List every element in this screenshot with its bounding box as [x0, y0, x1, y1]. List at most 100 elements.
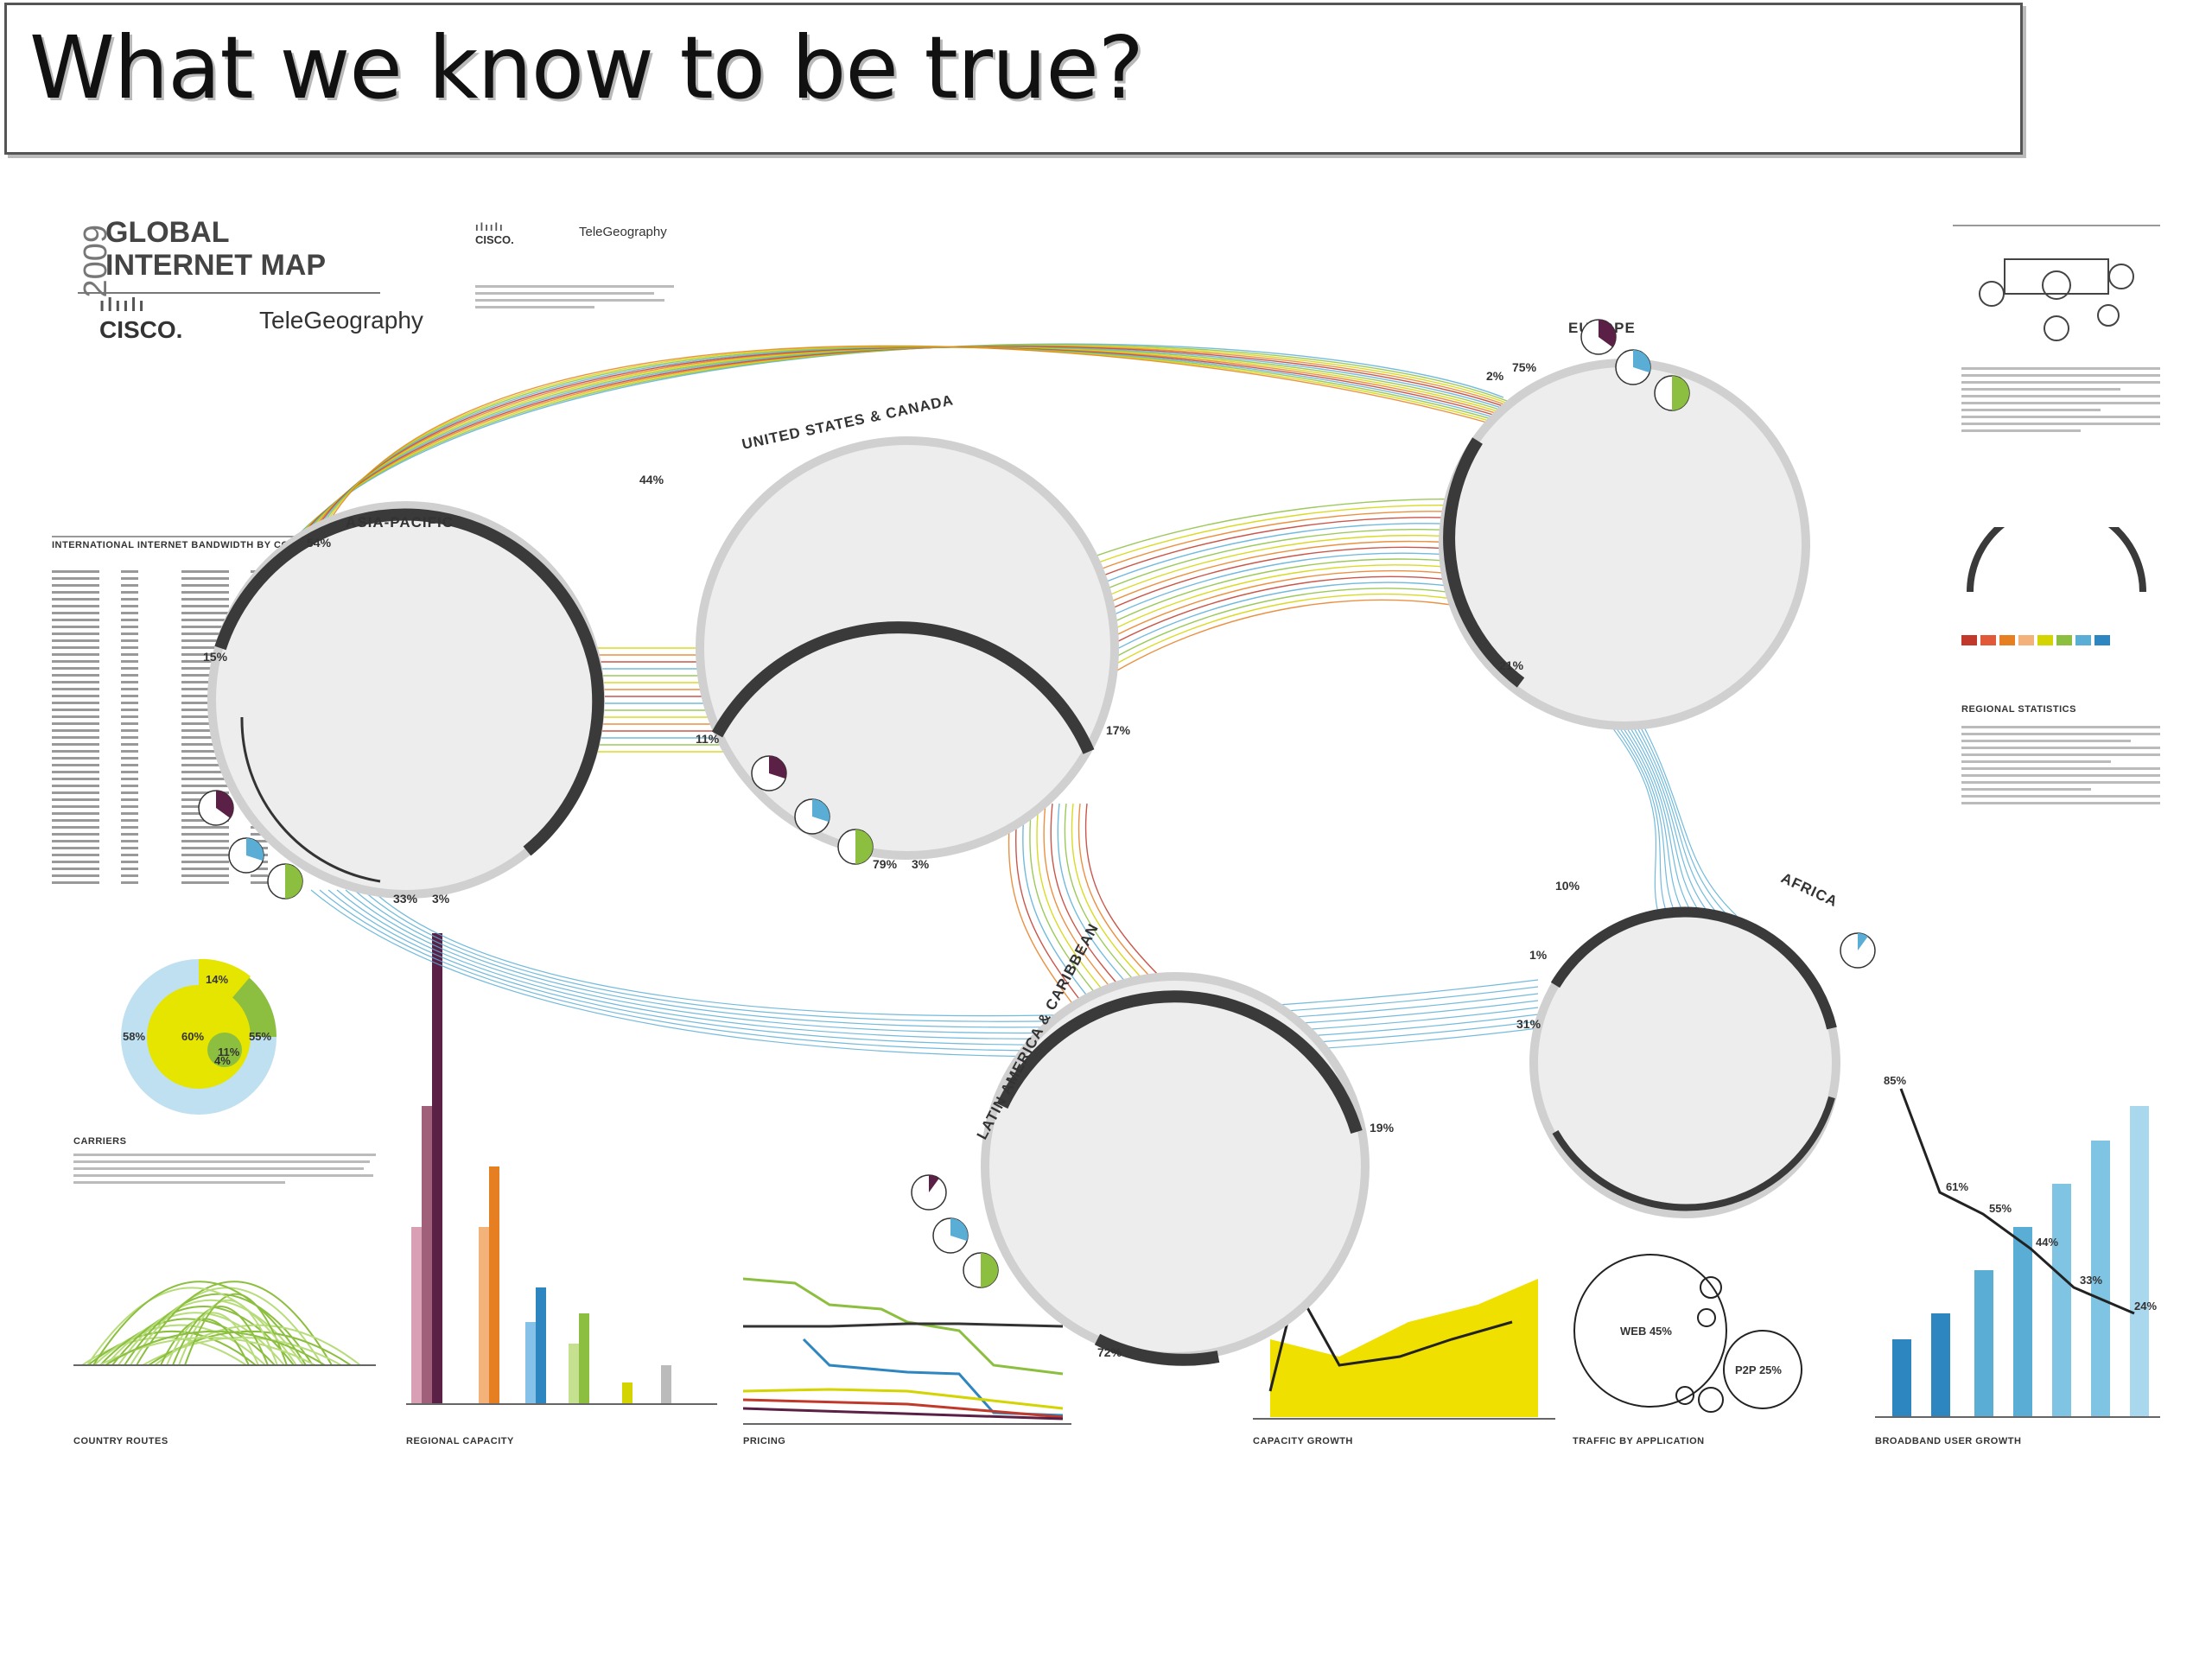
world-map-diagram: ASIA-PACIFIC 54% 15% 33% 3% UNITED STATE…	[198, 319, 1876, 1366]
pie-badge-slice	[769, 756, 786, 779]
pie-badge-slice	[812, 799, 830, 823]
table-cell	[121, 722, 138, 725]
carriers-donut-chart: 14% 58% 60% 55% 11% 4%	[121, 958, 276, 1115]
table-cell	[52, 805, 99, 808]
connection-line	[310, 889, 1539, 1058]
table-cell	[181, 874, 229, 877]
table-cell	[121, 819, 138, 822]
table-cell	[181, 826, 229, 829]
table-cell	[121, 667, 138, 670]
table-cell	[181, 660, 229, 663]
table-cell	[181, 653, 229, 656]
connection-line	[345, 889, 1539, 1034]
asia-bottom-pct-a: 33%	[393, 892, 418, 906]
broadband-label-1: 85%	[1884, 1074, 1906, 1087]
carriers-small-disc	[207, 1033, 242, 1067]
connection-line	[1015, 803, 1083, 1003]
table-cell	[181, 605, 229, 607]
asia-pacific-label: ASIA-PACIFIC	[346, 514, 454, 531]
pie-badge-slice	[1858, 933, 1868, 950]
route-arc	[118, 1299, 304, 1366]
africa-label: AFRICA	[1778, 869, 1840, 910]
table-cell	[121, 778, 138, 780]
connection-line	[362, 889, 1539, 1022]
pie-badge-slice	[285, 864, 302, 899]
table-cell	[181, 750, 229, 753]
pie-badge-slice	[216, 791, 233, 818]
table-cell	[181, 632, 229, 635]
connection-line	[1079, 599, 1513, 695]
asia-bottom-pct-b: 3%	[432, 892, 450, 906]
table-cell	[121, 619, 138, 621]
table-cell	[121, 854, 138, 856]
connection-line	[1057, 803, 1145, 1003]
table-cell	[181, 791, 229, 794]
table-cell	[121, 743, 138, 746]
table-cell	[181, 785, 229, 787]
table-cell	[52, 646, 99, 649]
table-cell	[52, 653, 99, 656]
table-cell	[181, 709, 229, 711]
right-text-block-1	[1961, 363, 2160, 436]
table-cell	[52, 798, 99, 801]
regional-capacity-chart	[406, 933, 717, 1405]
poster-title-line1: GLOBAL	[105, 216, 230, 249]
table-cell	[121, 688, 138, 690]
slide-title: What we know to be true?	[29, 17, 1144, 118]
table-cell	[52, 709, 99, 711]
broadband-label-3: 55%	[1989, 1202, 2012, 1215]
table-cell	[251, 840, 268, 842]
connection-line	[319, 889, 1539, 1052]
table-cell	[121, 709, 138, 711]
table-cell	[251, 833, 268, 836]
route-arc	[130, 1287, 323, 1366]
connection-line	[1064, 803, 1155, 1003]
us-bottom-pct-a: 79%	[873, 857, 898, 871]
table-cell	[181, 584, 229, 587]
traffic-p2p-label: P2P 25%	[1735, 1363, 1782, 1376]
table-cell	[121, 598, 138, 601]
table-cell	[121, 826, 138, 829]
table-cell	[52, 791, 99, 794]
africa-region: AFRICA 10% 1% 31%	[1516, 869, 1840, 1218]
table-cell	[52, 750, 99, 753]
carriers-value-5: 11%	[218, 1046, 240, 1058]
us-left-pct: 11%	[696, 732, 720, 746]
bandwidth-table	[52, 570, 268, 884]
route-arc	[111, 1306, 295, 1366]
pie-badge-slice	[246, 838, 264, 861]
table-cell	[52, 778, 99, 780]
latin-right-pct: 19%	[1370, 1121, 1395, 1135]
table-cell	[52, 570, 99, 573]
table-cell	[181, 771, 229, 773]
table-cell	[52, 847, 99, 849]
europe-top-pct-a: 2%	[1486, 369, 1504, 383]
route-arc	[86, 1287, 297, 1366]
table-cell	[181, 626, 229, 628]
us-canada-region: UNITED STATES & CANADA 44% 11% 79% 3% 17…	[639, 391, 1131, 871]
table-cell	[181, 639, 229, 642]
bandwidth-table-title: INTERNATIONAL INTERNET BANDWIDTH BY COUN…	[52, 540, 324, 550]
table-cell	[52, 743, 99, 746]
us-bottom-pct-b: 3%	[912, 857, 930, 871]
table-cell	[181, 868, 229, 870]
table-cell	[121, 847, 138, 849]
europe-region: EUROPE 2% 75% 21%	[1439, 320, 1810, 730]
table-cell	[121, 646, 138, 649]
table-cell	[52, 598, 99, 601]
table-cell	[52, 632, 99, 635]
regional-capacity-title: REGIONAL CAPACITY	[406, 1436, 514, 1446]
africa-left-pct: 10%	[1555, 879, 1580, 893]
table-cell	[121, 798, 138, 801]
table-cell	[121, 681, 138, 683]
table-cell	[52, 812, 99, 815]
table-cell	[121, 805, 138, 808]
table-cell	[52, 736, 99, 739]
table-cell	[181, 715, 229, 718]
table-cell	[181, 577, 229, 580]
traffic-web-label: WEB 45%	[1620, 1325, 1672, 1338]
route-arc	[99, 1318, 276, 1366]
table-cell	[121, 674, 138, 677]
table-cell	[181, 702, 229, 704]
carriers-value-3: 60%	[181, 1030, 204, 1043]
